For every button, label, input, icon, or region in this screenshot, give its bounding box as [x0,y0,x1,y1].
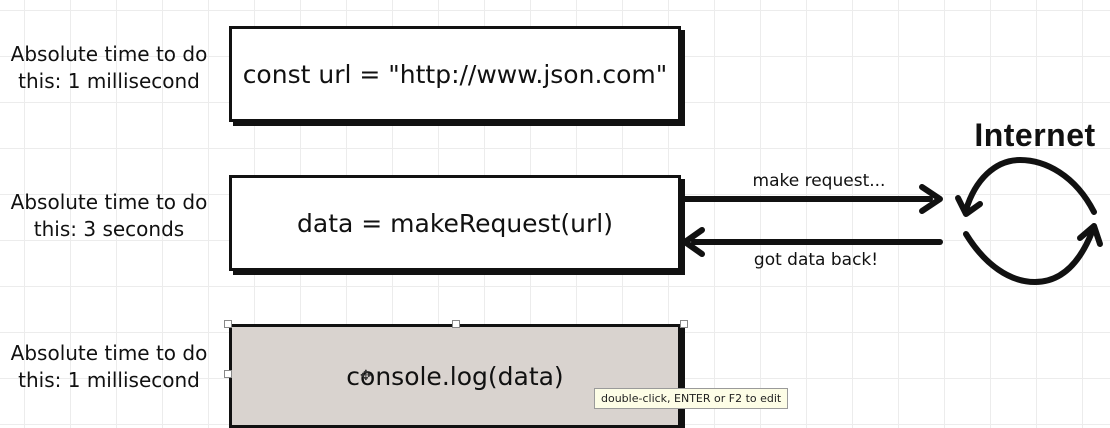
selection-handle-top-center[interactable] [452,320,460,328]
selection-handle-middle-left[interactable] [224,370,232,378]
selection-handle-top-right[interactable] [680,320,688,328]
request-arrow-label: make request... [752,171,886,191]
code-text-request: data = makeRequest(url) [297,208,613,238]
code-text-console: console.log(data) [346,361,564,391]
code-box-request[interactable]: data = makeRequest(url) [229,175,681,271]
selection-handle-top-left[interactable] [224,320,232,328]
code-box-url[interactable]: const url = "http://www.json.com" [229,26,681,122]
response-arrow-label: got data back! [753,250,879,270]
request-arrow [681,184,943,214]
internet-title: Internet [974,117,1096,153]
edit-tooltip: double-click, ENTER or F2 to edit [594,388,789,409]
move-cursor-icon: ✥ [360,368,372,384]
code-text-url: const url = "http://www.json.com" [242,59,668,89]
internet-cycle-icon [955,157,1103,285]
time-label-1: Absolute time to do this: 1 millisecond [10,42,208,93]
time-label-3: Absolute time to do this: 1 millisecond [10,341,208,392]
response-arrow [682,227,943,257]
time-label-2: Absolute time to do this: 3 seconds [10,190,208,241]
